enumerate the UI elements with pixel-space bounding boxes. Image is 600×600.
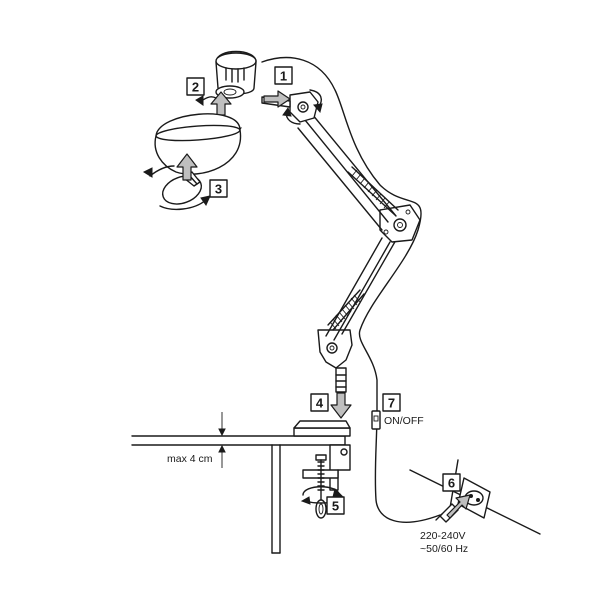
frequency-label: ~50/60 Hz <box>420 543 468 555</box>
voltage-label: 220-240V <box>420 530 466 542</box>
step-box-5: 5 <box>326 496 345 515</box>
step-box-3: 3 <box>209 179 228 198</box>
power-cable <box>261 56 441 523</box>
up-arrow-icon <box>176 153 198 181</box>
table-thickness-label: max 4 cm <box>167 453 213 465</box>
wall-outlet <box>409 459 541 535</box>
step-number-1: 1 <box>280 69 287 84</box>
up-right-arrow-icon <box>446 494 471 519</box>
lamp-shade <box>154 113 242 175</box>
step-number-4: 4 <box>316 396 324 411</box>
step-box-4: 4 <box>310 393 329 412</box>
switch-label: ON/OFF <box>384 415 424 427</box>
on-off-switch <box>371 410 381 430</box>
lamp-base-joint <box>317 329 353 393</box>
step-number-6: 6 <box>448 476 455 491</box>
step-box-2: 2 <box>186 77 205 96</box>
step-number-7: 7 <box>388 396 395 411</box>
rotate-arrow-icon <box>142 165 211 211</box>
step-number-3: 3 <box>215 182 222 197</box>
table-thickness-dimension <box>210 412 236 468</box>
rotate-arrow-icon <box>300 486 344 505</box>
elbow-joint <box>379 204 421 243</box>
clamp <box>293 420 351 519</box>
down-arrow-icon <box>330 392 352 419</box>
step-box-6: 6 <box>442 473 461 492</box>
lower-arm <box>325 237 397 341</box>
step-box-1: 1 <box>274 66 293 85</box>
table <box>131 435 346 554</box>
up-arrow-icon <box>210 91 232 116</box>
step-box-7: 7 <box>382 393 401 412</box>
step-number-2: 2 <box>192 80 199 95</box>
rotate-arrow-icon <box>282 89 323 125</box>
upper-arm <box>297 113 399 231</box>
lamp-socket <box>215 50 257 99</box>
step-number-5: 5 <box>332 499 339 514</box>
light-bulb <box>161 171 203 205</box>
right-arrow-icon <box>263 90 291 108</box>
